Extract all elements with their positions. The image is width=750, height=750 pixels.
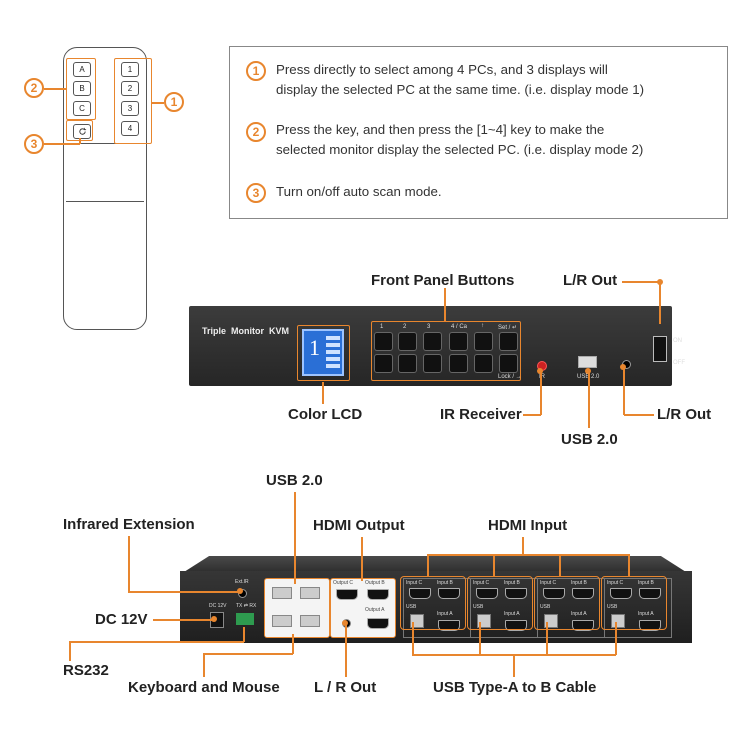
label-infrared-extension: Infrared Extension xyxy=(63,516,195,533)
power-switch[interactable] xyxy=(653,336,667,362)
front-usb-port[interactable] xyxy=(578,356,597,368)
label-rs232: RS232 xyxy=(63,662,109,679)
front-button-usb[interactable] xyxy=(474,354,493,373)
marker-2: 2 xyxy=(24,78,44,98)
hdmi-input-3a[interactable] xyxy=(572,620,594,631)
usb-b-port-3[interactable] xyxy=(544,614,558,628)
instructions-box: 1 Press directly to select among 4 PCs, … xyxy=(229,46,728,219)
color-lcd: 1 xyxy=(302,329,344,376)
hdmi-input-4b[interactable] xyxy=(639,588,661,599)
instruction-3-text: Turn on/off auto scan mode. xyxy=(276,184,442,199)
label-ir-receiver: IR Receiver xyxy=(440,406,522,423)
front-button-3[interactable] xyxy=(423,332,442,351)
front-button-set[interactable] xyxy=(499,332,518,351)
usb-b-port-1[interactable] xyxy=(410,614,424,628)
hdmi-output-a[interactable] xyxy=(367,618,389,629)
hdmi-input-1a[interactable] xyxy=(438,620,460,631)
hdmi-input-2a[interactable] xyxy=(505,620,527,631)
ir-label: IR xyxy=(539,374,545,380)
hdmi-input-4c[interactable] xyxy=(610,588,632,599)
front-button-1[interactable] xyxy=(374,332,393,351)
label-lr-out-top: L/R Out xyxy=(563,272,618,289)
front-button-monitor-2[interactable] xyxy=(398,354,417,373)
front-button-2[interactable] xyxy=(398,332,417,351)
remote-key-2[interactable]: 2 xyxy=(121,81,139,96)
output-c-label: Output C xyxy=(333,580,354,586)
remote-key-3[interactable]: 3 xyxy=(121,101,139,116)
hdmi-input-3b[interactable] xyxy=(572,588,594,599)
hdmi-input-4a[interactable] xyxy=(639,620,661,631)
output-b-label: Output B xyxy=(365,580,385,586)
hdmi-output-b[interactable] xyxy=(367,589,389,600)
front-button-lock[interactable] xyxy=(499,354,518,373)
instruction-3-marker: 3 xyxy=(246,183,266,203)
label-color-lcd: Color LCD xyxy=(288,406,363,423)
label-usb-cable: USB Type-A to B Cable xyxy=(433,679,597,696)
label-usb-front: USB 2.0 xyxy=(561,431,618,448)
rs232-port[interactable] xyxy=(236,613,254,625)
label-hdmi-output: HDMI Output xyxy=(313,517,405,534)
output-a-label: Output A xyxy=(365,607,385,613)
remote-left-keys-highlight xyxy=(66,58,96,120)
remote-screen xyxy=(66,143,144,202)
label-usb-rear: USB 2.0 xyxy=(266,472,323,489)
front-button-4[interactable] xyxy=(449,332,468,351)
front-panel: Triple Monitor KVM 1 1 2 3 4 / Ca ↑ Set … xyxy=(189,306,685,386)
front-button-monitor-1[interactable] xyxy=(374,354,393,373)
front-button-audio[interactable] xyxy=(449,354,468,373)
lcd-number: 1 xyxy=(309,335,320,360)
remote-key-4[interactable]: 4 xyxy=(121,121,139,136)
marker-1: 1 xyxy=(164,92,184,112)
device-title: Triple Monitor KVM xyxy=(202,326,289,336)
instruction-2-marker: 2 xyxy=(246,122,266,142)
label-lr-out-front: L/R Out xyxy=(657,406,712,423)
remote-right-keys-highlight xyxy=(114,58,152,144)
remote-control xyxy=(63,47,147,330)
label-keyboard-mouse: Keyboard and Mouse xyxy=(128,679,280,696)
label-hdmi-input: HDMI Input xyxy=(488,517,568,534)
hdmi-output-c[interactable] xyxy=(336,589,358,600)
label-lr-out-rear: L / R Out xyxy=(314,679,377,696)
marker-3: 3 xyxy=(24,134,44,154)
input-group-4 xyxy=(604,578,672,638)
output-block xyxy=(330,578,396,638)
hdmi-input-1b[interactable] xyxy=(438,588,460,599)
usb-port-2[interactable] xyxy=(300,587,320,599)
instruction-1-text: Press directly to select among 4 PCs, an… xyxy=(276,62,645,97)
hdmi-input-1c[interactable] xyxy=(409,588,431,599)
usb-b-port-2[interactable] xyxy=(477,614,491,628)
front-button-monitor-3[interactable] xyxy=(423,354,442,373)
hdmi-input-2b[interactable] xyxy=(505,588,527,599)
usb-port-1[interactable] xyxy=(272,587,292,599)
remote-key-a[interactable]: A xyxy=(73,62,91,77)
front-button-up[interactable] xyxy=(474,332,493,351)
remote-key-c[interactable]: C xyxy=(73,101,91,116)
instruction-2-text: Press the key, and then press the [1~4] … xyxy=(276,122,644,157)
remote-key-1[interactable]: 1 xyxy=(121,62,139,77)
remote-scan-key[interactable] xyxy=(73,124,91,139)
hdmi-input-3c[interactable] xyxy=(543,588,565,599)
usb-b-port-4[interactable] xyxy=(611,614,625,628)
remote-key-b[interactable]: B xyxy=(73,81,91,96)
label-front-panel-buttons: Front Panel Buttons xyxy=(371,272,515,289)
keyboard-port[interactable] xyxy=(272,615,292,627)
hdmi-input-2c[interactable] xyxy=(476,588,498,599)
label-dc-12v: DC 12V xyxy=(95,611,148,628)
front-buttons-highlight xyxy=(371,321,521,381)
instruction-1-marker: 1 xyxy=(246,61,266,81)
mouse-port[interactable] xyxy=(300,615,320,627)
refresh-icon xyxy=(78,127,86,135)
